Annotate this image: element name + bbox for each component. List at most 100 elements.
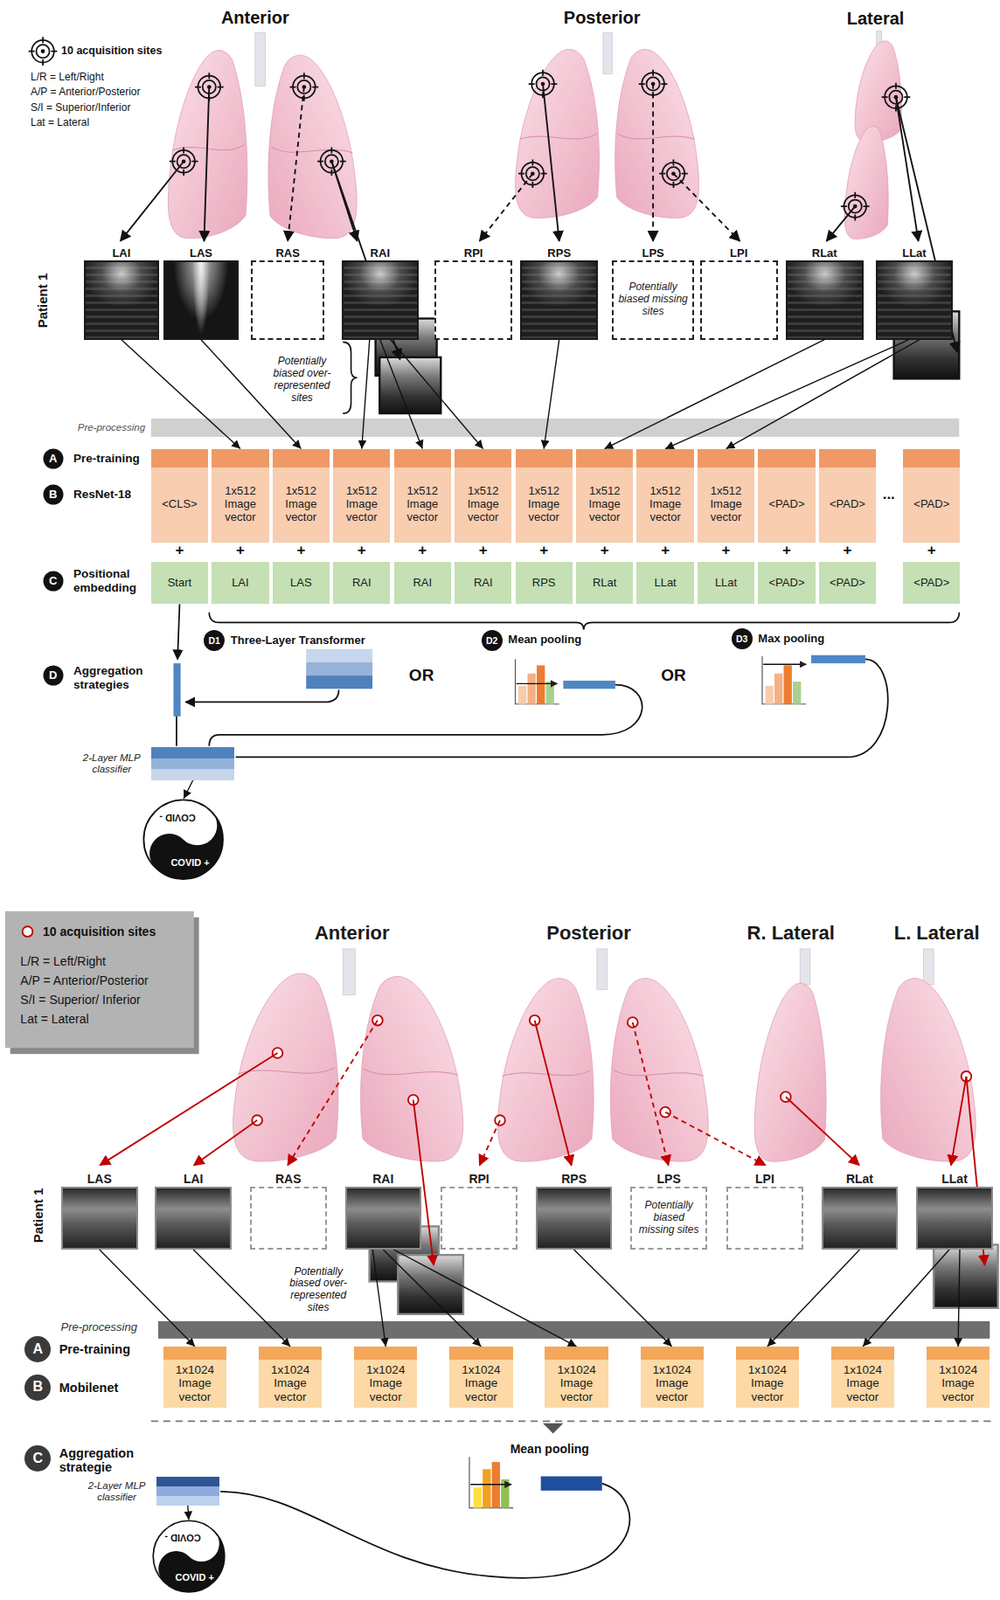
class-label: COVID + [174,1572,214,1584]
image-vector-token: 1x512 Image vector [272,449,330,543]
positional-embedding: <PAD> [902,562,960,605]
token-text: 1x1024 Image vector [643,1363,702,1405]
positional-embedding: <PAD> [757,562,815,605]
option-label: Mean pooling [510,1442,590,1457]
stage-label: Pre-processing [61,1320,138,1334]
token-text: <PAD> [913,498,950,512]
token-text: 1x1024 Image vector [929,1363,987,1405]
token-text: 1x1024 Image vector [738,1363,797,1405]
plus-sign: + [174,542,184,561]
site-label: RAI [370,247,390,260]
image-vector-token: 1x1024 Image vector [449,1347,513,1409]
ultrasound-frame: RLat [785,260,864,341]
token-text: <PAD> [829,576,866,591]
image-vector-token: <PAD> [757,449,815,543]
mlp-classifier: 2-Layer MLP classifier [151,747,236,782]
connector-arrow [361,340,370,450]
covid-output: COVID -COVID + [142,798,224,881]
or-label: OR [409,666,435,686]
legend-abbreviation: L/R = Left/Right [20,954,106,969]
legend-abbreviation: A/P = Anterior/Posterior [20,973,148,988]
option-label: Three-Layer Transformer [230,634,366,648]
step-label: ResNet-18 [73,487,132,502]
token-text: 1x1024 Image vector [547,1363,605,1405]
plus-sign: + [539,542,549,561]
site-label: LAS [189,247,213,260]
token-text: 1x512 Image vector [335,485,388,525]
class-label: COVID - [164,1533,202,1544]
step-label: Pre-training [73,452,140,467]
step-letter: A [24,1336,51,1363]
site-label: RAS [275,1173,302,1187]
step-label: Pre-training [59,1342,131,1358]
option-label: Max pooling [757,631,825,646]
positional-embedding: LLat [636,562,694,605]
token-text: LLat [653,576,676,591]
plus-sign: + [927,542,937,561]
positional-embedding: LAI [211,562,269,605]
positional-embedding: Start [151,562,209,605]
view-title: Anterior [221,6,290,28]
annotation-note: Potentially biased over-represented site… [264,355,339,406]
legend-text: 10 acquisition sites [61,44,162,57]
ultrasound-frame: RAI [345,1187,423,1250]
image-vector-token: 1x512 Image vector [394,449,452,543]
lung-fissure [172,133,704,1077]
image-vector-token: 1x1024 Image vector [258,1347,322,1409]
token-text: <CLS> [161,498,197,512]
site-label: RAI [372,1173,394,1187]
stage-label: Pre-processing [77,423,146,435]
legend-abbreviation: A/P = Anterior/Posterior [30,86,141,99]
ultrasound-frame: RLat [821,1187,899,1250]
token-text: LAS [290,576,313,591]
image-vector-token: <CLS> [151,449,209,543]
plus-sign: + [357,542,367,561]
ultrasound-frame: LAS [163,260,239,341]
yin-yang-symbol [142,798,224,881]
step-letter: B [24,1375,51,1402]
step-label: Aggregation strategies [73,665,152,693]
site-label: RPS [547,247,571,260]
view-title: Lateral [847,8,905,29]
legend-text: 10 acquisition sites [42,924,156,939]
token-text: <PAD> [829,498,866,512]
site-label: LAS [87,1173,112,1187]
plus-sign: + [782,542,792,561]
legend-abbreviation: L/R = Left/Right [30,71,105,84]
image-vector-token: 1x1024 Image vector [831,1347,895,1409]
site-label: LAI [111,247,131,260]
legend-abbreviation: Lat = Lateral [20,1012,89,1027]
missing-site-frame: LPI [726,1187,804,1250]
classifier-label: 2-Layer MLP classifier [79,752,145,776]
image-vector-token: 1x1024 Image vector [544,1347,608,1409]
plus-sign: + [417,542,427,561]
site-label: RPS [561,1173,587,1187]
image-vector-token: 1x512 Image vector [636,449,694,543]
class-label: COVID - [159,812,196,824]
token-text: 1x1024 Image vector [451,1363,510,1405]
plus-sign: + [722,542,731,561]
token-text: 1x1024 Image vector [356,1363,415,1405]
connector-arrow [726,340,920,450]
covid-output: COVID - COVID + [152,1520,226,1594]
token-text: RAI [352,576,372,591]
token-text: RPS [532,576,556,591]
connector-arrow [958,1250,960,1348]
connector-arrow [372,1250,386,1348]
ultrasound-frame: LAI [83,260,160,341]
image-vector-token: 1x512 Image vector [454,449,512,543]
connector-arrow [665,340,910,450]
connector-arrow [767,1250,861,1348]
site-label: LLat [941,1173,968,1187]
trachea [255,30,934,995]
site-arrow [99,1020,985,1266]
positional-embedding: RAI [333,562,390,605]
legend-abbreviation: S/I = Superior/ Inferior [20,993,140,1007]
token-text: 1x512 Image vector [457,485,509,525]
lung-illustration [167,41,976,1162]
plus-sign: + [479,542,488,561]
plus-sign: + [600,542,610,561]
legend-abbreviation: Lat = Lateral [30,117,90,130]
step-label: Mobilenet [59,1380,119,1396]
